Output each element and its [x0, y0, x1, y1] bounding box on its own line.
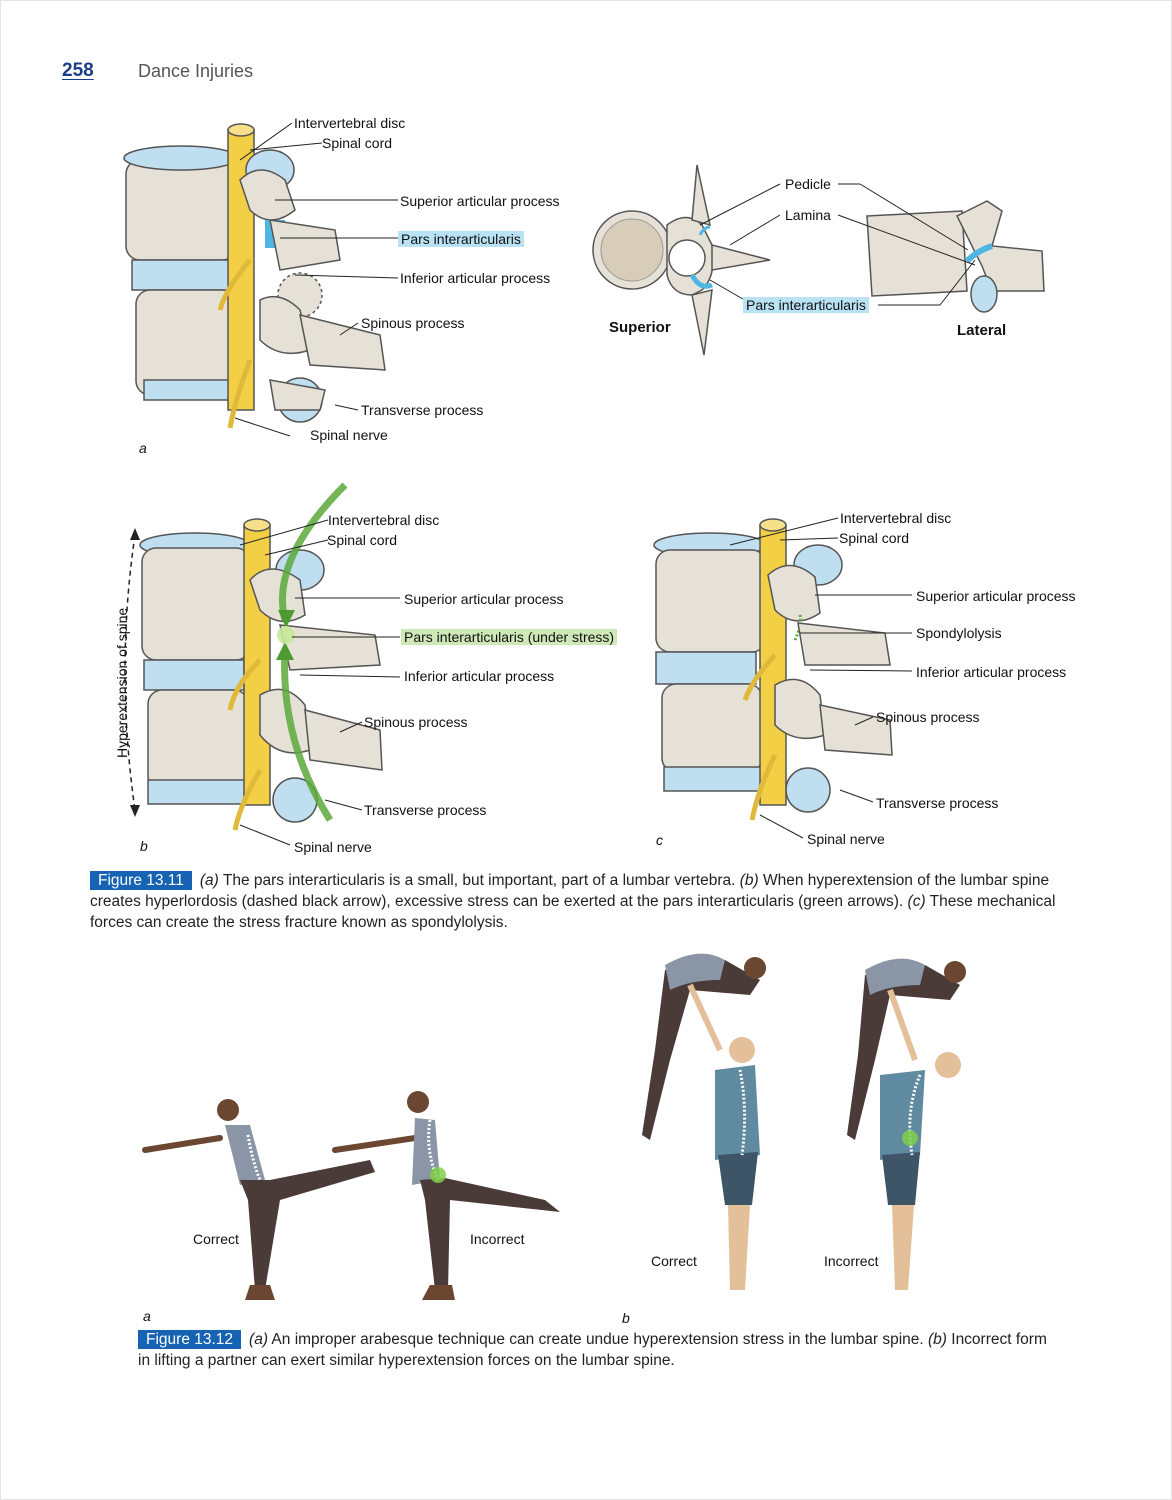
partner-lift-correct: [642, 953, 766, 1290]
label-hyperextension-of-spine: Hyperextension of spine: [114, 607, 130, 758]
figure-13-12a-arabesque-illustration: [142, 1091, 560, 1300]
page-number: 258: [62, 60, 94, 81]
label-pars-interarticularis-a: Pars interarticularis: [398, 231, 524, 247]
label-superior-view: Superior: [609, 319, 671, 336]
panel-letter-a: a: [139, 440, 147, 456]
figure-13-12b-lift-illustration: [642, 953, 966, 1290]
label-inferior-articular-process-b: Inferior articular process: [404, 668, 555, 684]
label-spinous-process-c: Spinous process: [876, 709, 980, 725]
panel-letter-b: b: [140, 838, 148, 854]
label-pedicle: Pedicle: [785, 176, 831, 192]
label-transverse-process-b: Transverse process: [364, 802, 487, 818]
label-spinal-cord-a: Spinal cord: [322, 135, 393, 151]
label-spinal-cord-c: Spinal cord: [839, 530, 910, 546]
label-intervertebral-disc-a: Intervertebral disc: [294, 115, 406, 131]
figure-13-11b-illustration: [124, 482, 401, 846]
label-inferior-articular-process-c: Inferior articular process: [916, 664, 1067, 680]
label-superior-articular-process-a: Superior articular process: [400, 193, 560, 209]
figure-13-11-tag: Figure 13.11: [90, 871, 192, 890]
label-lamina: Lamina: [785, 207, 831, 223]
label-pars-interarticularis-top-right: Pars interarticularis: [743, 297, 869, 313]
label-superior-articular-process-b: Superior articular process: [404, 591, 564, 607]
dancer-incorrect-arabesque: [332, 1091, 560, 1300]
panel-letter-1312b: b: [622, 1310, 630, 1326]
label-spinal-nerve-b: Spinal nerve: [294, 839, 372, 855]
label-pars-under-stress: Pars interarticularis (under stress): [401, 629, 618, 645]
vertebra-superior-view: [592, 164, 771, 356]
figure-13-11c-illustration: [653, 517, 913, 839]
label-superior-articular-process-c: Superior articular process: [916, 588, 1076, 604]
label-lift-correct: Correct: [651, 1253, 697, 1269]
figure-13-12-tag: Figure 13.12: [138, 1330, 242, 1349]
top-right-leader-lines: [699, 183, 976, 306]
running-head: Dance Injuries: [138, 61, 254, 81]
figure-13-11a-illustration: [123, 122, 399, 437]
label-spinal-nerve-c: Spinal nerve: [807, 831, 885, 847]
label-spinous-process-a: Spinous process: [361, 315, 465, 331]
figure-13-11-caption: Figure 13.11(a) The pars interarticulari…: [90, 871, 1056, 931]
label-transverse-process-a: Transverse process: [361, 402, 484, 418]
panel-letter-c: c: [656, 832, 663, 848]
vertebra-lateral-view: [866, 200, 1045, 313]
partner-lift-incorrect: [847, 958, 966, 1290]
figure-13-12-caption: Figure 13.12(a) An improper arabesque te…: [138, 1330, 1047, 1369]
panel-letter-1312a: a: [143, 1308, 151, 1324]
label-lift-incorrect: Incorrect: [824, 1253, 879, 1269]
label-lateral-view: Lateral: [957, 322, 1007, 339]
dancer-correct-arabesque: [142, 1099, 375, 1300]
label-intervertebral-disc-c: Intervertebral disc: [840, 510, 952, 526]
label-inferior-articular-process-a: Inferior articular process: [400, 270, 551, 286]
label-spinal-nerve-a: Spinal nerve: [310, 427, 388, 443]
label-transverse-process-c: Transverse process: [876, 795, 999, 811]
label-intervertebral-disc-b: Intervertebral disc: [328, 512, 440, 528]
label-spinal-cord-b: Spinal cord: [327, 532, 398, 548]
label-arabesque-incorrect: Incorrect: [470, 1231, 525, 1247]
label-spinous-process-b: Spinous process: [364, 714, 468, 730]
label-arabesque-correct: Correct: [193, 1231, 239, 1247]
label-spondylolysis: Spondylolysis: [916, 625, 1002, 641]
